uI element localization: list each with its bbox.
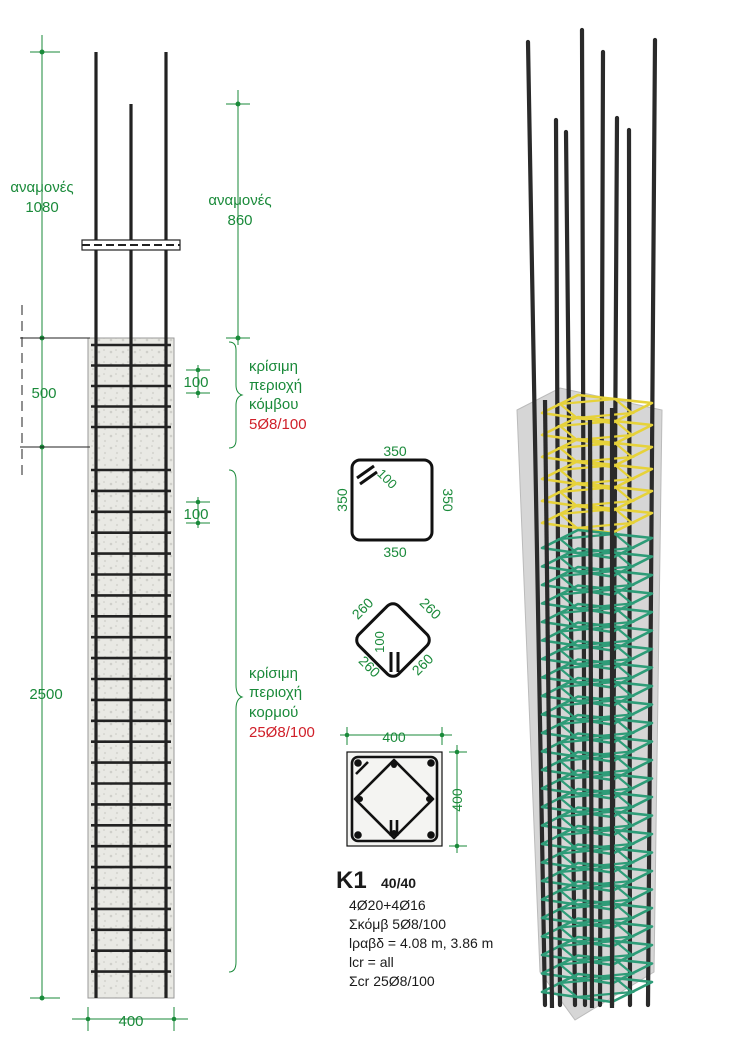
diamond-stirrup-3d [557, 921, 635, 943]
rebar-3d [645, 37, 658, 1008]
diamond-stirrup-3d [557, 736, 635, 758]
stirrup-3d [540, 393, 654, 425]
diamond-tr-dim: 260 [417, 595, 445, 623]
diamond-stirrup-shape: 260 260 260 260 100 [349, 594, 445, 680]
diamond-stirrup-3d [557, 397, 635, 420]
diamond-stirrup-3d [557, 463, 635, 486]
diamond-stirrup-3d [557, 958, 635, 980]
body-zone-line2: περιοχή [249, 684, 302, 701]
starter-left-value: 1080 [25, 199, 58, 216]
diamond-stirrup-3d [557, 588, 635, 610]
column-name: K1 [336, 867, 367, 894]
starter-left-label: αναμονές [10, 179, 73, 196]
diamond-stirrup-3d [557, 976, 635, 999]
outer-stirrup-shape: 350 350 350 350 100 [334, 443, 456, 560]
spacing-mid-label: 100 [183, 506, 208, 523]
diamond-hook-dim: 100 [372, 631, 387, 653]
legend-line-3: lραβδ = 4.08 m, 3.86 m [349, 935, 493, 951]
diamond-stirrup-3d [557, 507, 635, 530]
node-zone-brace [228, 341, 244, 449]
legend-line-4: lcr = all [349, 954, 394, 970]
diamond-tl-dim: 260 [349, 594, 377, 622]
diamond-stirrup-3d [557, 569, 635, 592]
column-3d-view [516, 27, 663, 1021]
outer-left-dim: 350 [334, 488, 350, 512]
body-zone-brace [228, 469, 244, 973]
diamond-br-dim: 260 [409, 650, 437, 678]
diamond-stirrup-3d [557, 662, 635, 684]
rebar-3d [597, 49, 606, 1008]
node-zone-stirrups: 5Ø8/100 [249, 416, 307, 433]
outer-bottom-dim: 350 [383, 544, 407, 560]
rebar-3d-front [587, 419, 595, 1009]
width-label: 400 [118, 1013, 143, 1030]
diamond-stirrup-3d [557, 791, 635, 814]
diamond-stirrup-3d [557, 485, 635, 508]
diamond-stirrup-3d [557, 717, 635, 740]
diamond-stirrup-3d [557, 939, 635, 962]
legend-line-1: 4Ø20+4Ø16 [349, 897, 426, 913]
node-zone-marks [20, 305, 90, 480]
rebar-3d [579, 27, 588, 1008]
rebar-3d [563, 129, 578, 1008]
diamond-stirrup-3d [557, 773, 635, 795]
column-size: 40/40 [381, 875, 416, 891]
diamond-stirrup-3d [557, 551, 635, 573]
body-height-label: 2500 [29, 686, 62, 703]
diamond-stirrup-3d [557, 606, 635, 629]
spacing-top-label: 100 [183, 374, 208, 391]
diamond-stirrup-3d [557, 884, 635, 906]
diamond-stirrup-3d [557, 532, 635, 555]
diamond-stirrup-3d [557, 643, 635, 666]
diamond-stirrup-3d [557, 754, 635, 777]
diamond-stirrup-3d [557, 699, 635, 721]
node-zone-line1: κρίσιμη [249, 358, 298, 375]
diamond-stirrup-3d [557, 810, 635, 832]
starter-right-label: αναμονές [208, 192, 271, 209]
diamond-stirrup-3d [557, 419, 635, 442]
column-legend: K1 40/40 4Ø20+4Ø16 Σκόμβ 5Ø8/100 lραβδ =… [336, 867, 493, 989]
diamond-stirrup-3d [557, 847, 635, 869]
diamond-stirrup-3d [557, 828, 635, 851]
diamond-bl-dim: 260 [356, 653, 384, 681]
node-height-label: 500 [31, 385, 56, 402]
cross-section: 400 400 [340, 727, 467, 853]
section-height-dim: 400 [449, 788, 465, 812]
splice-mark [81, 239, 181, 251]
elevation-view: αναμονές 1080 500 2500 αναμονές 860 100 … [10, 35, 315, 1031]
diamond-stirrup-3d [557, 865, 635, 888]
body-zone-line3: κορμού [249, 704, 298, 721]
diamond-stirrup-3d [557, 902, 635, 925]
body-zone-line1: κρίσιμη [249, 665, 298, 682]
node-zone-line2: περιοχή [249, 377, 302, 394]
legend-line-2: Σκόμβ 5Ø8/100 [349, 916, 446, 932]
diamond-stirrup-3d [557, 625, 635, 647]
diamond-stirrup-3d [557, 441, 635, 464]
outer-top-dim: 350 [383, 443, 407, 459]
diamond-stirrup-3d [557, 680, 635, 703]
section-width-dim: 400 [382, 729, 406, 745]
node-zone-line3: κόμβου [249, 396, 298, 413]
starter-right-value: 860 [227, 212, 252, 229]
outer-right-dim: 350 [440, 488, 456, 512]
legend-line-5: Σcr 25Ø8/100 [349, 973, 435, 989]
body-zone-stirrups: 25Ø8/100 [249, 724, 315, 741]
rebar-cage-3d [525, 27, 658, 1009]
outer-hook-dim: 100 [374, 466, 400, 492]
rebar-3d [553, 117, 563, 1008]
stirrup-3d [540, 972, 654, 1004]
rebar-3d-front [542, 399, 555, 1009]
longitudinal-bars [94, 52, 168, 998]
